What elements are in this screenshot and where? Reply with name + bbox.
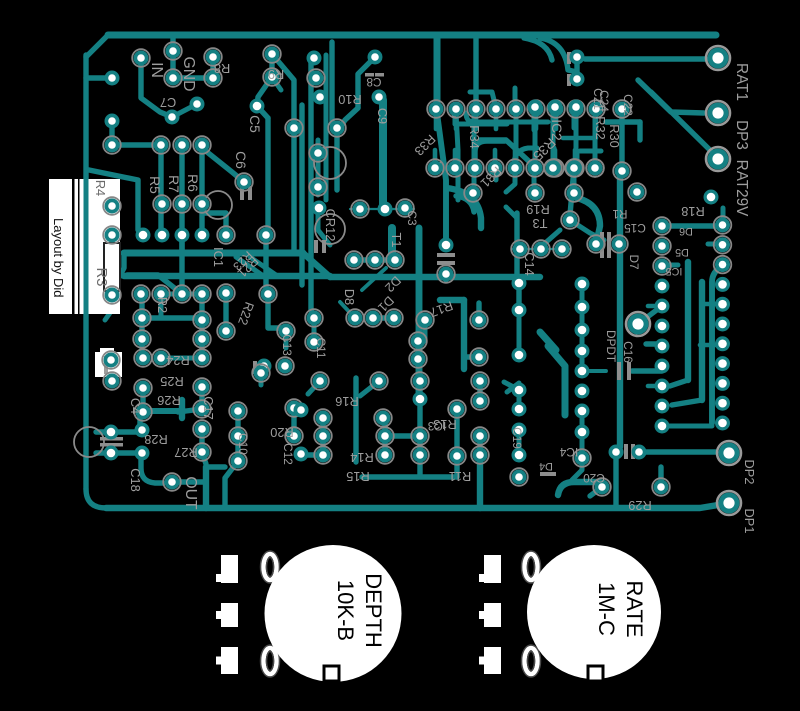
svg-text:C14: C14 <box>522 252 537 275</box>
svg-text:R1: R1 <box>612 207 627 221</box>
svg-text:R15: R15 <box>346 469 369 484</box>
svg-text:R19: R19 <box>526 202 549 217</box>
svg-text:1M-C: 1M-C <box>594 582 619 636</box>
svg-text:R24: R24 <box>166 353 189 368</box>
svg-text:R3: R3 <box>93 268 109 287</box>
svg-text:C12: C12 <box>281 443 295 465</box>
svg-text:C20: C20 <box>583 471 605 485</box>
svg-text:C4: C4 <box>128 398 143 414</box>
svg-text:R18: R18 <box>681 204 704 219</box>
svg-text:T3: T3 <box>533 216 548 231</box>
svg-text:DP1: DP1 <box>742 509 757 534</box>
svg-text:R30: R30 <box>607 124 622 147</box>
svg-text:R27: R27 <box>174 445 197 460</box>
svg-text:DPDT: DPDT <box>604 330 618 362</box>
svg-text:IC3: IC3 <box>427 419 446 433</box>
svg-text:C17: C17 <box>201 396 216 419</box>
svg-text:R2: R2 <box>155 297 170 313</box>
svg-text:R25: R25 <box>160 374 183 389</box>
svg-text:D4: D4 <box>539 460 553 472</box>
svg-text:DP3: DP3 <box>733 120 750 150</box>
svg-text:Layout by Did: Layout by Did <box>51 218 66 298</box>
svg-text:IC2: IC2 <box>549 119 564 140</box>
svg-text:C8: C8 <box>366 75 382 89</box>
svg-text:10K-B: 10K-B <box>333 580 358 641</box>
svg-text:R13: R13 <box>433 417 456 432</box>
svg-text:D7: D7 <box>627 254 641 269</box>
svg-text:T1: T1 <box>389 233 404 248</box>
svg-text:R16: R16 <box>335 394 358 409</box>
svg-text:R29: R29 <box>628 498 651 513</box>
svg-text:OUT: OUT <box>182 476 199 510</box>
svg-text:R6: R6 <box>185 174 200 192</box>
svg-text:C22: C22 <box>621 94 635 116</box>
svg-text:CR12: CR12 <box>323 209 338 242</box>
svg-text:C11: C11 <box>314 338 328 359</box>
svg-text:R26: R26 <box>157 393 180 408</box>
svg-text:C16: C16 <box>621 341 635 363</box>
svg-text:C21: C21 <box>591 88 605 110</box>
svg-text:D5: D5 <box>675 246 689 258</box>
svg-text:C19: C19 <box>510 427 524 449</box>
svg-text:R5: R5 <box>147 176 162 194</box>
svg-text:IN: IN <box>148 62 165 78</box>
svg-text:R28: R28 <box>144 432 167 447</box>
svg-text:RATE: RATE <box>622 580 647 637</box>
svg-text:C6: C6 <box>233 151 248 169</box>
svg-text:C10: C10 <box>236 433 250 455</box>
svg-text:RAT1: RAT1 <box>733 63 750 101</box>
svg-text:R8: R8 <box>214 61 230 76</box>
svg-text:DEPTH: DEPTH <box>361 573 386 648</box>
svg-text:C3: C3 <box>405 210 419 226</box>
svg-text:C13: C13 <box>280 334 294 356</box>
svg-text:R14: R14 <box>350 450 373 465</box>
svg-text:R4: R4 <box>93 180 108 196</box>
svg-text:C24: C24 <box>597 90 611 112</box>
svg-text:R34: R34 <box>467 125 482 148</box>
svg-text:IC1: IC1 <box>211 247 226 267</box>
svg-text:R20: R20 <box>270 425 293 440</box>
svg-text:C9: C9 <box>375 108 390 124</box>
svg-text:RAT29V: RAT29V <box>733 160 750 217</box>
svg-text:C7: C7 <box>160 95 176 110</box>
svg-text:R11: R11 <box>449 469 472 484</box>
svg-text:DP2: DP2 <box>742 460 757 485</box>
svg-text:C18: C18 <box>128 468 143 491</box>
svg-text:R7: R7 <box>166 175 181 193</box>
svg-text:C15: C15 <box>624 221 646 235</box>
svg-text:R10: R10 <box>338 92 361 107</box>
svg-text:R32: R32 <box>593 116 608 139</box>
svg-text:D8: D8 <box>342 289 357 305</box>
svg-text:IC4: IC4 <box>559 445 578 459</box>
svg-text:GND: GND <box>180 56 197 91</box>
svg-text:C5: C5 <box>247 115 262 133</box>
svg-text:R9: R9 <box>268 67 284 82</box>
svg-text:IC5: IC5 <box>666 265 683 277</box>
svg-text:D6: D6 <box>679 225 693 237</box>
